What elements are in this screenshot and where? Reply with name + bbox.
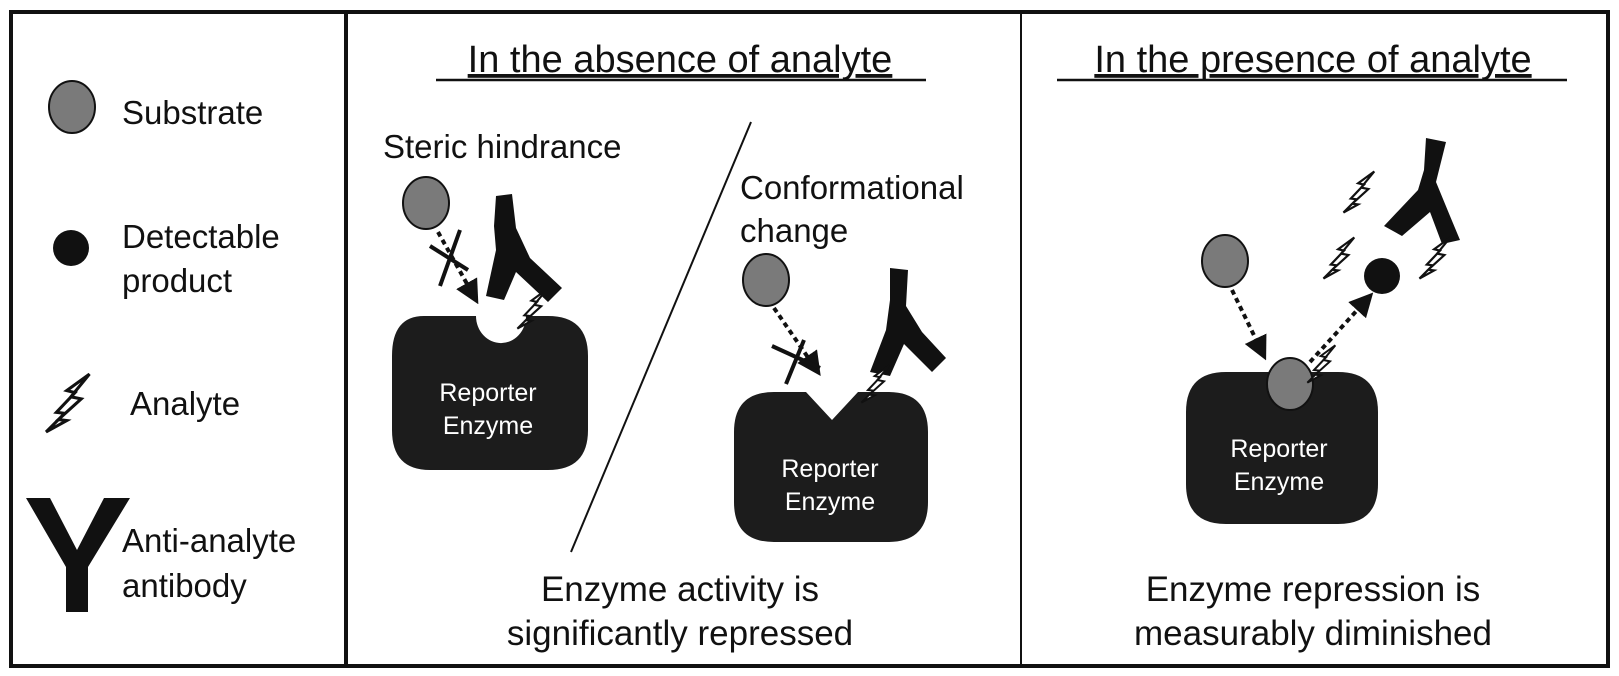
presence-caption-line2: measurably diminished — [1134, 614, 1492, 653]
steric-block-mark — [430, 230, 468, 286]
absence-heading: In the absence of analyte — [468, 39, 893, 81]
legend-antibody-label-line1: Anti-analyte — [122, 522, 296, 559]
presence-enzyme-label-line2: Enzyme — [1234, 468, 1324, 496]
legend-product-label-line2: product — [122, 262, 232, 299]
conformational-enzyme-label-line2: Enzyme — [785, 488, 875, 516]
absence-caption-line2: significantly repressed — [507, 614, 853, 653]
free-analyte-icon-3 — [1419, 237, 1450, 278]
legend-analyte-label: Analyte — [130, 385, 240, 422]
conformational-enzyme-label-line1: Reporter — [781, 455, 878, 483]
legend-analyte-icon — [46, 374, 89, 432]
conformational-antibody — [870, 268, 946, 376]
bound-substrate — [1267, 358, 1313, 410]
legend-substrate-label: Substrate — [122, 94, 263, 131]
presence-substrate — [1202, 235, 1248, 287]
released-antibody — [1384, 138, 1460, 244]
steric-substrate — [403, 177, 449, 229]
legend: Substrate Detectable product Analyte Ant… — [26, 81, 296, 612]
scenario-separator — [571, 122, 751, 552]
conformational-substrate — [743, 254, 789, 306]
absence-caption-line1: Enzyme activity is — [541, 570, 819, 609]
product-release-arrow — [1310, 296, 1370, 362]
conformational-label-line1: Conformational — [740, 169, 964, 206]
legend-product-label-line1: Detectable — [122, 218, 280, 255]
steric-hindrance-label: Steric hindrance — [383, 128, 621, 165]
presence-substrate-arrow — [1232, 290, 1264, 356]
released-product — [1364, 258, 1400, 294]
presence-panel: In the presence of analyte Reporter Enzy… — [1057, 39, 1567, 653]
free-analyte-icon-2 — [1323, 237, 1354, 278]
presence-caption-line1: Enzyme repression is — [1146, 570, 1481, 609]
steric-enzyme-label-line2: Enzyme — [443, 412, 533, 440]
conformational-label-line2: change — [740, 212, 848, 249]
presence-heading: In the presence of analyte — [1094, 39, 1531, 81]
legend-substrate-symbol — [49, 81, 95, 133]
presence-enzyme-label-line1: Reporter — [1230, 435, 1327, 463]
steric-enzyme-label-line1: Reporter — [439, 379, 536, 407]
legend-antibody-label-line2: antibody — [122, 567, 247, 604]
absence-panel: In the absence of analyte Steric hindran… — [383, 39, 964, 653]
legend-antibody-icon — [26, 498, 130, 612]
free-analyte-icon-1 — [1343, 171, 1374, 212]
legend-product-symbol — [53, 230, 89, 266]
steric-antibody — [486, 194, 562, 302]
